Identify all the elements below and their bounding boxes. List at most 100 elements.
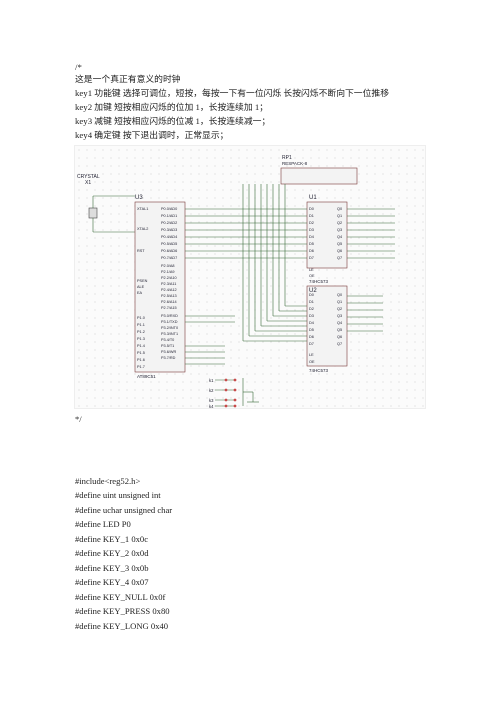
mcu-pin-label: P2.5/A13 — [161, 294, 177, 298]
component-labels: CRYSTAL X1 RP1 RESPACK-8 U3 AT89C51 U1 7… — [77, 155, 329, 379]
mcu-part: AT89C51 — [137, 374, 156, 379]
mcu-pin-label: P0.3/AD3 — [161, 228, 177, 232]
latch2-pin-label: Q6 — [337, 335, 342, 339]
latch2-pin-label: Q2 — [337, 307, 342, 311]
latch2-pin-label: Q0 — [337, 293, 342, 297]
latch1-pin-label: D5 — [309, 242, 314, 246]
key-label: k3 — [209, 398, 214, 403]
intro-line: key4 确定键 按下退出调时，正常显示； — [75, 130, 229, 140]
code-line: #define uchar unsigned char — [75, 505, 173, 515]
mcu-pin-label: ALE — [137, 285, 145, 289]
mcu-pin-label: P1.0 — [137, 316, 145, 320]
latch1-pin-label: D3 — [309, 228, 314, 232]
mcu-pin-label: P0.0/AD0 — [161, 207, 177, 211]
code-line: #define KEY_NULL 0x0f — [75, 592, 166, 602]
latch1-pin-label: Q0 — [337, 207, 342, 211]
latch1-ctrl-label: OE — [309, 274, 315, 278]
intro-line: key1 功能键 选择可调位，短按，每按一下有一位闪烁 长按闪烁不断向下一位推移 — [75, 88, 389, 98]
mcu-pin-label: P0.1/AD1 — [161, 214, 177, 218]
code-line: #define KEY_LONG 0x40 — [75, 621, 169, 631]
schematic-drawing: D0 D1 D2 D3 D4 D5 D6 D7 Q0 Q1 Q2 Q3 Q4 Q… — [77, 155, 395, 408]
latch1-pin-label: Q6 — [337, 249, 342, 253]
mcu-pin-label: P0.2/AD2 — [161, 221, 177, 225]
latch1-pin-label: D6 — [309, 249, 314, 253]
mcu-pin-label: RST — [137, 249, 145, 253]
latch1-pin-label: Q1 — [337, 214, 342, 218]
latch2-pin-label: D5 — [309, 328, 314, 332]
mcu-pin-label: P2.2/A10 — [161, 276, 177, 280]
circuit-schematic: D0 D1 D2 D3 D4 D5 D6 D7 Q0 Q1 Q2 Q3 Q4 Q… — [74, 145, 426, 409]
intro-line: key3 减键 短按相应闪烁的位减 1，长按连续减一； — [75, 116, 271, 126]
mcu-pin-label: P2.3/A11 — [161, 282, 176, 286]
mcu-pin-label: P1.5 — [137, 351, 145, 355]
mcu-pin-label: P2.4/A12 — [161, 288, 177, 292]
latch1-pin-label: Q2 — [337, 221, 342, 225]
latch1-ref: U1 — [309, 195, 317, 201]
latch1-pin-label: D1 — [309, 214, 314, 218]
latch2-part: 74HC573 — [309, 368, 329, 373]
code-line: #define KEY_2 0x0d — [75, 548, 149, 558]
mcu-pin-label: P1.1 — [137, 323, 145, 327]
key-switches: k1 k2 k3 k4 — [209, 378, 214, 408]
latch2-pin-label: Q3 — [337, 314, 342, 318]
mcu-pin-label: EA — [137, 291, 143, 295]
latch1-part: 74HC573 — [309, 279, 329, 284]
key-contacts — [224, 378, 237, 408]
latch1-pin-label: D2 — [309, 221, 314, 225]
code-line: #define uint unsigned int — [75, 490, 161, 500]
latch2-pin-label: Q1 — [337, 300, 342, 304]
mcu-pin-label: P3.3/INT1 — [161, 332, 178, 336]
latch1-pin-label: Q5 — [337, 242, 342, 246]
latch1-pin-label: D7 — [309, 256, 314, 260]
latch2-pin-label: D7 — [309, 342, 314, 346]
crystal-label: CRYSTAL — [77, 174, 100, 180]
code-line: #define KEY_4 0x07 — [75, 577, 149, 587]
mcu-pin-label: P2.0/A8 — [161, 264, 175, 268]
latch1-pin-label: Q7 — [337, 256, 342, 260]
code-line: #define KEY_1 0x0c — [75, 534, 149, 544]
comment-open: /* — [75, 62, 82, 72]
latch-pin-labels: D0 D1 D2 D3 D4 D5 D6 D7 Q0 Q1 Q2 Q3 Q4 Q… — [309, 207, 342, 364]
mcu-pin-label: P2.6/A14 — [161, 300, 177, 304]
mcu-pin-label: XTAL1 — [137, 207, 148, 211]
respack-ref: RP1 — [282, 155, 292, 161]
mcu-pin-label: PSEN — [137, 279, 148, 283]
mcu-pin-labels: XTAL1 XTAL2 RST PSEN ALE EA P1.0 P1.1 P1… — [137, 207, 178, 369]
mcu-pin-label: P3.6/WR — [161, 350, 176, 354]
latch2-ctrl-label: OE — [309, 360, 315, 364]
mcu-pin-label: P2.1/A9 — [161, 270, 175, 274]
mcu-pin-label: XTAL2 — [137, 227, 148, 231]
code-line: #include<reg52.h> — [75, 476, 141, 486]
latch2-pin-label: Q7 — [337, 342, 342, 346]
respack-label: RESPACK-8 — [282, 161, 308, 166]
latch1-pin-label: D4 — [309, 235, 314, 239]
key-label: k4 — [209, 404, 214, 408]
mcu-pin-label: P1.4 — [137, 344, 145, 348]
mcu-pin-label: P1.6 — [137, 358, 145, 362]
mcu-pin-label: P3.1/TXD — [161, 320, 178, 324]
code-line: #define KEY_PRESS 0x80 — [75, 606, 170, 616]
mcu-pin-label: P3.7/RD — [161, 356, 176, 360]
latch1-ctrl-label: LE — [309, 268, 314, 272]
key-label: k2 — [209, 388, 214, 393]
latch1-pin-label: Q4 — [337, 235, 342, 239]
mcu-pin-label: P0.7/AD7 — [161, 256, 177, 260]
mcu-pin-label: P3.0/RXD — [161, 314, 178, 318]
latch2-ref: U2 — [309, 288, 317, 294]
mcu-pin-label: P1.7 — [137, 365, 145, 369]
latch2-ctrl-label: LE — [309, 353, 314, 357]
latch2-pin-label: D6 — [309, 335, 314, 339]
latch1-pin-label: Q3 — [337, 228, 342, 232]
intro-line: key2 加键 短按相应闪烁的位加 1，长按连续加 1； — [75, 102, 269, 112]
mcu-ref: U3 — [135, 195, 143, 201]
mcu-pin-label: P3.5/T1 — [161, 344, 174, 348]
comment-close: */ — [75, 414, 82, 424]
latch2-pin-label: Q5 — [337, 328, 342, 332]
latch2-pin-label: D0 — [309, 293, 314, 297]
mcu-pin-label: P3.4/T0 — [161, 338, 174, 342]
mcu-pin-label: P3.2/INT0 — [161, 326, 178, 330]
code-line: #define KEY_3 0x0b — [75, 563, 149, 573]
latch2-pin-label: D1 — [309, 300, 314, 304]
mcu-pin-label: P1.2 — [137, 330, 145, 334]
